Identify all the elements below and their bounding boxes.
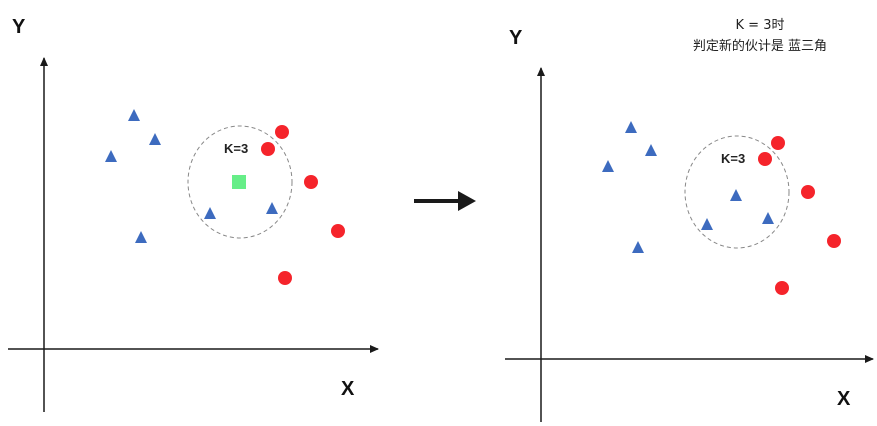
left-triangle-3 [105,150,117,162]
right-triangle-6 [762,212,774,224]
right-triangle-5 [701,218,713,230]
left-x-axis-label: X [341,378,355,400]
left-triangle-1 [128,109,140,121]
left-triangle-5 [204,207,216,219]
left-circle-1 [275,125,289,139]
transition-arrow [414,191,476,211]
left-triangle-2 [149,133,161,145]
right-circle-2 [758,152,772,166]
right-triangle-3 [602,160,614,172]
right-caption-line2: 判定新的伙计是 蓝三角 [693,38,827,54]
left-circle-2 [261,142,275,156]
right-triangle-4 [632,241,644,253]
right-circle-1 [771,136,785,150]
left-panel: Y X K=3 [8,16,379,412]
right-circle-3 [801,185,815,199]
left-circle-3 [304,175,318,189]
left-new-point-square [232,175,246,189]
right-k-label: K=3 [721,151,745,166]
right-circle-4 [827,234,841,248]
right-triangle-7-classified [730,189,742,201]
right-k-neighborhood-circle [684,135,790,249]
right-caption-line1: K = 3时 [736,18,785,33]
right-triangle-2 [645,144,657,156]
left-circle-5 [278,271,292,285]
left-k-label: K=3 [224,141,248,156]
right-circle-5 [775,281,789,295]
left-triangle-6 [266,202,278,214]
right-y-axis-label: Y [509,27,523,49]
right-panel: K = 3时 判定新的伙计是 蓝三角 Y X K=3 [505,18,874,422]
left-k-neighborhood-circle [187,125,293,239]
left-y-axis-label: Y [12,16,26,38]
left-triangle-4 [135,231,147,243]
left-circle-4 [331,224,345,238]
right-triangle-1 [625,121,637,133]
right-x-axis-label: X [837,388,851,410]
